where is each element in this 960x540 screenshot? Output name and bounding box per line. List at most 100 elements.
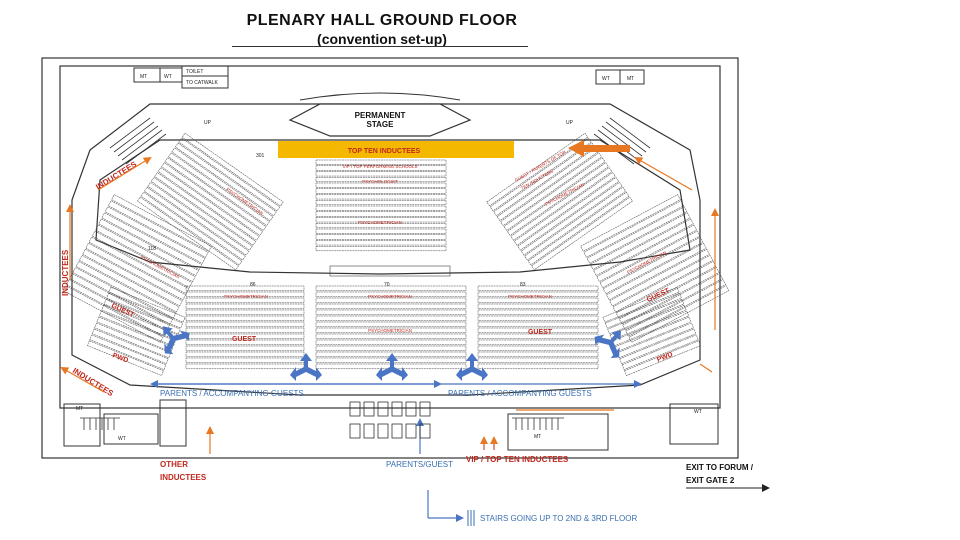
seat-row	[477, 339, 599, 346]
entry-arrow-icon	[163, 326, 190, 355]
seat-row	[185, 321, 305, 328]
seat-row	[111, 194, 212, 252]
psychometrician-label-left: PSYCHOMETRICIAN	[140, 254, 181, 279]
seat-row	[315, 165, 447, 171]
seat-row	[477, 357, 599, 364]
seat-block	[580, 194, 730, 343]
vip-top-ten-label: VIP / TOP TEN INDUCTEES	[466, 455, 569, 464]
bottom-toilet-right	[512, 417, 564, 430]
seat-row	[75, 261, 177, 319]
lobby-chair	[363, 401, 375, 417]
seat-row	[315, 205, 447, 211]
seat-row	[621, 334, 699, 370]
seat-row	[154, 172, 257, 246]
seat-row	[315, 223, 447, 229]
seat-row	[315, 211, 447, 217]
seat-row	[315, 315, 467, 322]
seat-row	[510, 167, 613, 241]
seat-row	[108, 200, 209, 258]
pwd-label-left: PWD	[111, 352, 129, 364]
entry-arrow-icon	[290, 353, 322, 381]
row-83-label: 83	[520, 282, 526, 288]
seat-row	[589, 212, 691, 270]
seat-row	[185, 297, 305, 304]
seat-row	[315, 159, 447, 165]
mt-label-top-left: MT	[140, 74, 147, 80]
lobby-chair	[377, 423, 389, 439]
seat-row	[477, 297, 599, 304]
lobby-chair	[419, 401, 431, 417]
wt-label-top-left: WT	[164, 74, 172, 80]
seat-row	[85, 242, 186, 301]
seat-row	[315, 182, 447, 188]
vip-entry-arrows	[480, 436, 498, 450]
seat-row	[503, 157, 606, 231]
seat-row	[604, 292, 682, 329]
seat-row	[174, 142, 277, 217]
building-outline	[41, 57, 739, 459]
top-ten-label: TOP TEN INDUCTEES	[348, 148, 421, 155]
row-301-label: 301	[256, 153, 265, 159]
seat-row	[625, 279, 726, 337]
lobby-chair	[391, 401, 403, 417]
seat-row	[315, 339, 467, 346]
seat-row	[178, 137, 281, 212]
seat-row	[477, 321, 599, 328]
seat-row	[486, 132, 589, 207]
seat-row	[143, 186, 246, 261]
guest-label-left: GUEST	[110, 302, 135, 319]
seat-row	[493, 142, 596, 217]
other-inductees-line-1: OTHER	[160, 460, 188, 469]
top-ten-orange-arrow	[568, 140, 630, 157]
exit-label-line-1: EXIT TO FORUM /	[686, 463, 754, 472]
to-catwalk-label: TO CATWALK	[186, 80, 219, 86]
seat-row	[619, 328, 697, 364]
seat-row	[94, 322, 172, 359]
seat-row	[513, 172, 616, 246]
stage-label-line-1: PERMANENT	[355, 111, 406, 120]
seat-row	[161, 162, 263, 236]
lobby-chair	[405, 423, 417, 439]
seat-block	[87, 287, 186, 376]
seat-row	[606, 242, 707, 301]
title-line-2: (convention set-up)	[317, 31, 447, 47]
seat-row	[477, 345, 599, 352]
seat-row	[315, 321, 467, 328]
psychometrician-label-mid-right: PSYCHOMETRICIAN	[508, 294, 552, 299]
row-118-label: 118	[148, 246, 156, 252]
seat-row	[185, 309, 305, 316]
seat-row	[315, 309, 467, 316]
seat-row	[103, 298, 181, 335]
wt-label-top-right: WT	[602, 76, 610, 82]
seat-row	[88, 236, 190, 295]
inductees-label-top-left: INDUCTEES	[94, 159, 139, 191]
seat-row	[527, 191, 630, 266]
seat-row	[315, 297, 467, 304]
seat-row	[517, 177, 620, 251]
seat-block	[185, 285, 305, 370]
inductees-label-bottom-left: INDUCTEES	[71, 366, 116, 398]
toilet-label: TOILET	[186, 69, 203, 75]
seat-block	[602, 287, 701, 376]
psychometrician-label-mid-center: PSYCHOMETRICIAN	[368, 294, 412, 299]
seat-row	[609, 304, 687, 341]
seat-row	[609, 248, 710, 307]
seat-row	[477, 291, 599, 298]
lobby-seating	[349, 401, 431, 439]
seat-row	[477, 363, 599, 370]
top-right-rooms	[595, 69, 645, 85]
blue-walkway-arrows	[150, 380, 642, 522]
seat-row	[185, 285, 305, 292]
seat-row	[315, 228, 447, 234]
seat-row	[315, 240, 447, 246]
psychometrician-label-center-top: PSYCHOMETRICIAN	[358, 220, 402, 225]
orange-route-arrows	[60, 156, 719, 454]
lobby-chair	[419, 423, 431, 439]
seat-row	[82, 248, 183, 307]
seat-row	[91, 230, 193, 289]
seat-row	[99, 310, 176, 347]
guest-label-center-right: GUEST	[528, 329, 553, 336]
row-70-label: 70	[384, 282, 390, 288]
seat-row	[531, 196, 633, 271]
